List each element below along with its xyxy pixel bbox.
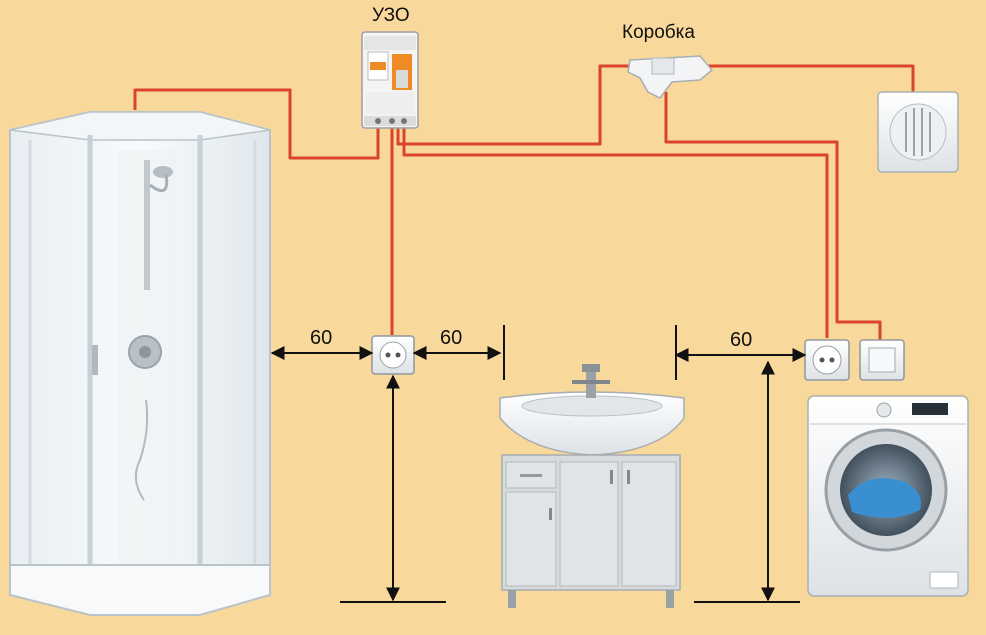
wiring: [133, 64, 915, 340]
rcd-label: УЗО: [372, 5, 410, 26]
wire-shower: [133, 88, 380, 160]
exhaust-fan-icon: [877, 91, 959, 173]
dimension-lines: [270, 325, 807, 603]
power-socket-icon: [371, 335, 415, 375]
junction-box-icon: [627, 55, 714, 99]
wire-fan: [705, 64, 915, 92]
wire-box: [396, 64, 637, 146]
junction-box-label: Коробка: [622, 22, 695, 43]
wire-switch: [664, 92, 882, 340]
washing-machine-icon: [807, 395, 969, 597]
light-switch-icon: [859, 339, 905, 381]
dimension-label-sink-socket: 60: [730, 329, 752, 351]
dimension-label-socket-sink: 60: [440, 327, 462, 349]
shower-cabin-icon: [9, 111, 271, 616]
rcd-breaker-icon: [361, 31, 419, 129]
power-socket-icon: [804, 339, 850, 381]
sink-vanity-icon: [499, 364, 685, 608]
dimension-label-shower-socket: 60: [310, 327, 332, 349]
wire-socket-right: [402, 128, 829, 338]
